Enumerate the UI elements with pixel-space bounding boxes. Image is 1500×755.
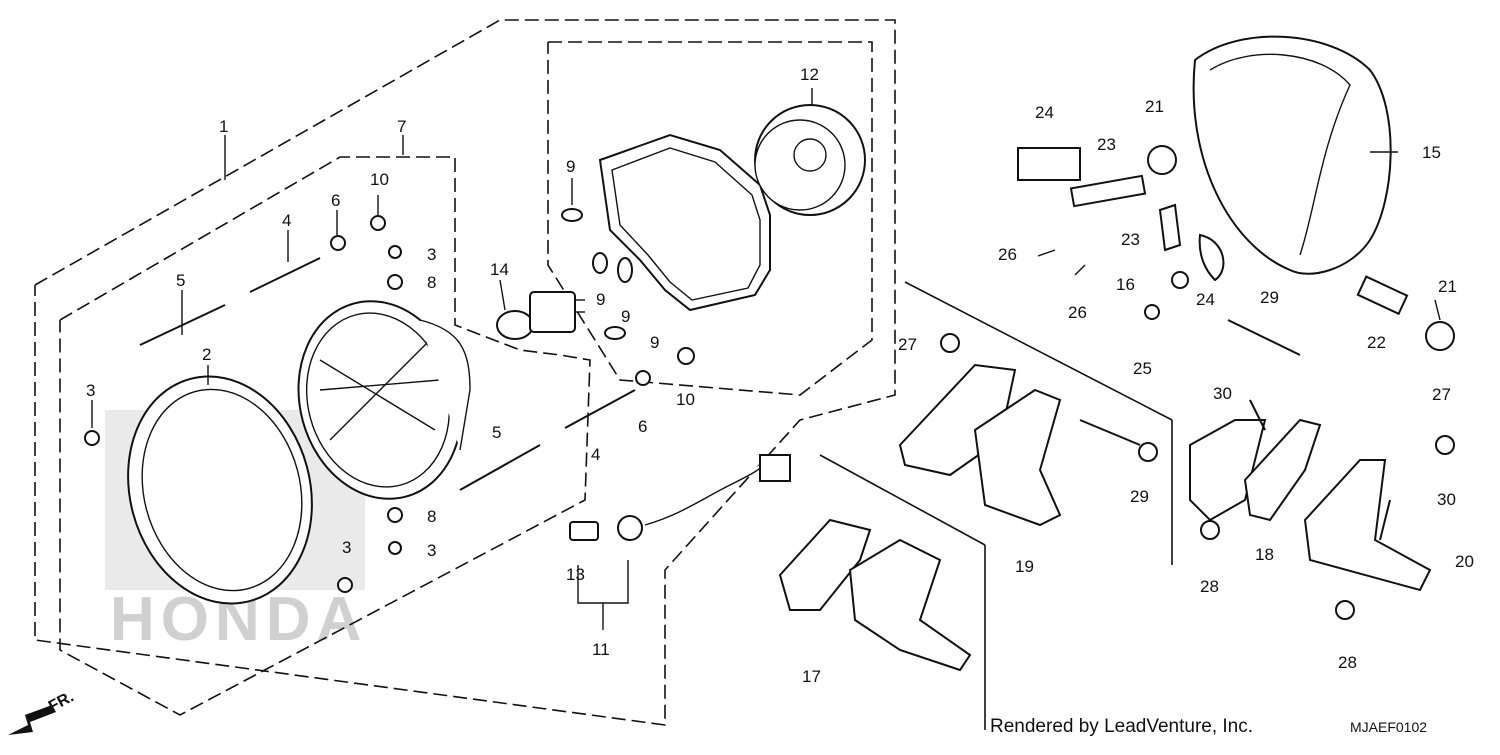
label-3c: 3 bbox=[427, 541, 436, 560]
label-3: 3 bbox=[427, 245, 436, 264]
label-15: 15 bbox=[1422, 143, 1441, 162]
mounting-frame bbox=[598, 133, 771, 312]
label-8: 8 bbox=[427, 273, 436, 292]
label-1: 1 bbox=[219, 117, 228, 136]
label-9d: 9 bbox=[650, 333, 659, 352]
label-10b: 10 bbox=[676, 390, 695, 409]
label-24a: 24 bbox=[1035, 103, 1054, 122]
label-28b: 28 bbox=[1338, 653, 1357, 672]
label-9a: 9 bbox=[566, 157, 575, 176]
bulb-socket-cover bbox=[754, 104, 866, 216]
label-21b: 21 bbox=[1438, 277, 1457, 296]
label-29a: 29 bbox=[1130, 487, 1149, 506]
position-light-harness bbox=[569, 454, 791, 630]
front-arrow-icon bbox=[8, 705, 56, 735]
label-6: 6 bbox=[331, 191, 340, 210]
separator-lines bbox=[819, 281, 1173, 730]
label-3b: 3 bbox=[86, 381, 95, 400]
front-direction-indicator: FR. bbox=[8, 688, 77, 735]
headlight-bulb bbox=[496, 291, 585, 340]
headlight-assembly-boundary bbox=[34, 19, 896, 726]
adjusting-screws bbox=[139, 257, 636, 491]
label-2: 2 bbox=[202, 345, 211, 364]
label-23a: 23 bbox=[1097, 135, 1116, 154]
label-4b: 4 bbox=[591, 445, 600, 464]
label-9b: 9 bbox=[596, 290, 605, 309]
headlight-rim bbox=[127, 375, 313, 605]
label-7: 7 bbox=[397, 117, 406, 136]
label-18: 18 bbox=[1255, 545, 1274, 564]
label-30a: 30 bbox=[1213, 384, 1232, 403]
label-9c: 9 bbox=[621, 307, 630, 326]
label-25: 25 bbox=[1133, 359, 1152, 378]
label-3d: 3 bbox=[342, 538, 351, 557]
label-16: 16 bbox=[1116, 275, 1135, 294]
label-6b: 6 bbox=[638, 417, 647, 436]
label-26a: 26 bbox=[998, 245, 1017, 264]
label-8b: 8 bbox=[427, 507, 436, 526]
label-13: 13 bbox=[566, 565, 585, 584]
label-24b: 24 bbox=[1196, 290, 1215, 309]
stay-brackets bbox=[778, 363, 1432, 672]
label-14: 14 bbox=[490, 260, 509, 279]
label-23b: 23 bbox=[1121, 230, 1140, 249]
label-4: 4 bbox=[282, 211, 291, 230]
label-29b: 29 bbox=[1260, 288, 1279, 307]
label-27b: 27 bbox=[1432, 385, 1451, 404]
leader-lines bbox=[91, 88, 1441, 428]
label-27a: 27 bbox=[898, 335, 917, 354]
label-20: 20 bbox=[1455, 552, 1474, 571]
headlight-case bbox=[1192, 35, 1392, 275]
small-fasteners bbox=[84, 208, 695, 593]
label-22: 22 bbox=[1367, 333, 1386, 352]
label-12: 12 bbox=[800, 65, 819, 84]
label-11: 11 bbox=[592, 640, 610, 659]
label-10: 10 bbox=[370, 170, 389, 189]
diagram-code: MJAEF0102 bbox=[1350, 719, 1427, 735]
label-5: 5 bbox=[176, 271, 185, 290]
label-30b: 30 bbox=[1437, 490, 1456, 509]
footer-credit: Rendered by LeadVenture, Inc. bbox=[990, 716, 1253, 737]
part-number-labels: 1 7 10 4 6 3 8 5 2 3 14 9 9 9 9 10 12 5 … bbox=[86, 65, 1474, 686]
bracket-bolts bbox=[940, 319, 1455, 620]
label-5b: 5 bbox=[492, 423, 501, 442]
headlight-lens-unit bbox=[297, 300, 471, 500]
label-21a: 21 bbox=[1145, 97, 1164, 116]
label-26b: 26 bbox=[1068, 303, 1087, 322]
label-28a: 28 bbox=[1200, 577, 1219, 596]
label-19: 19 bbox=[1015, 557, 1034, 576]
label-17: 17 bbox=[802, 667, 821, 686]
case-mounting-parts bbox=[1017, 145, 1455, 351]
